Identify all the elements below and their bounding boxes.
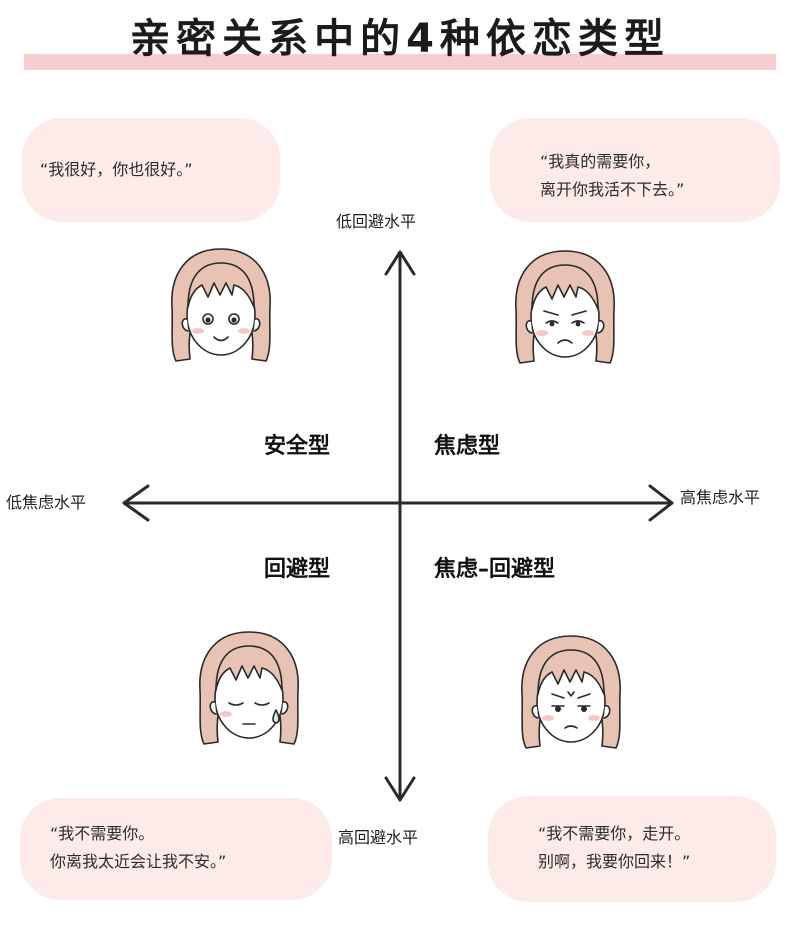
axis-label-low-avoidance: 低回避水平 <box>336 212 417 231</box>
axis-label-high-anxiety: 高焦虑水平 <box>680 488 761 507</box>
worried-face-icon <box>515 250 615 364</box>
quote-line: “我不需要你，走开。 <box>538 824 691 843</box>
troubled-face-icon <box>521 635 621 749</box>
quote-line: 离开你我活不下去。” <box>540 180 685 199</box>
quote-bubble-fearful: “我不需要你，走开。 别啊，我要你回来！” <box>488 796 776 902</box>
quadrant-label-secure: 安全型 <box>264 434 331 459</box>
quote-bubble-anxious: “我真的需要你， 离开你我活不下去。” <box>490 118 780 222</box>
quadrant-label-anxious: 焦虑型 <box>434 434 501 459</box>
quote-line: “我真的需要你， <box>540 152 661 171</box>
axis-label-low-anxiety: 低焦虑水平 <box>6 493 87 512</box>
arrow-right-icon <box>648 484 674 522</box>
quote-line: “我不需要你。 <box>50 824 155 843</box>
quote-line: “我很好，你也很好。” <box>40 160 193 179</box>
quote-bubble-secure: “我很好，你也很好。” <box>22 118 280 222</box>
page-title: 亲密关系中的4种依恋类型 <box>130 16 670 62</box>
arrow-down-icon <box>384 776 416 802</box>
uneasy-face-icon <box>199 631 299 745</box>
axis-label-high-avoidance: 高回避水平 <box>338 828 419 847</box>
quadrant-label-fearful-avoidant: 焦虑–回避型 <box>434 557 556 582</box>
quote-line: 你离我太近会让我不安。” <box>50 852 227 871</box>
title-underline <box>24 54 776 70</box>
arrow-up-icon <box>384 250 416 276</box>
arrow-left-icon <box>122 484 150 522</box>
quote-line: 别啊，我要你回来！” <box>538 852 691 871</box>
quadrant-label-avoidant: 回避型 <box>264 557 331 582</box>
quote-bubble-avoidant: “我不需要你。 你离我太近会让我不安。” <box>20 798 332 900</box>
smiling-face-icon <box>171 248 271 362</box>
